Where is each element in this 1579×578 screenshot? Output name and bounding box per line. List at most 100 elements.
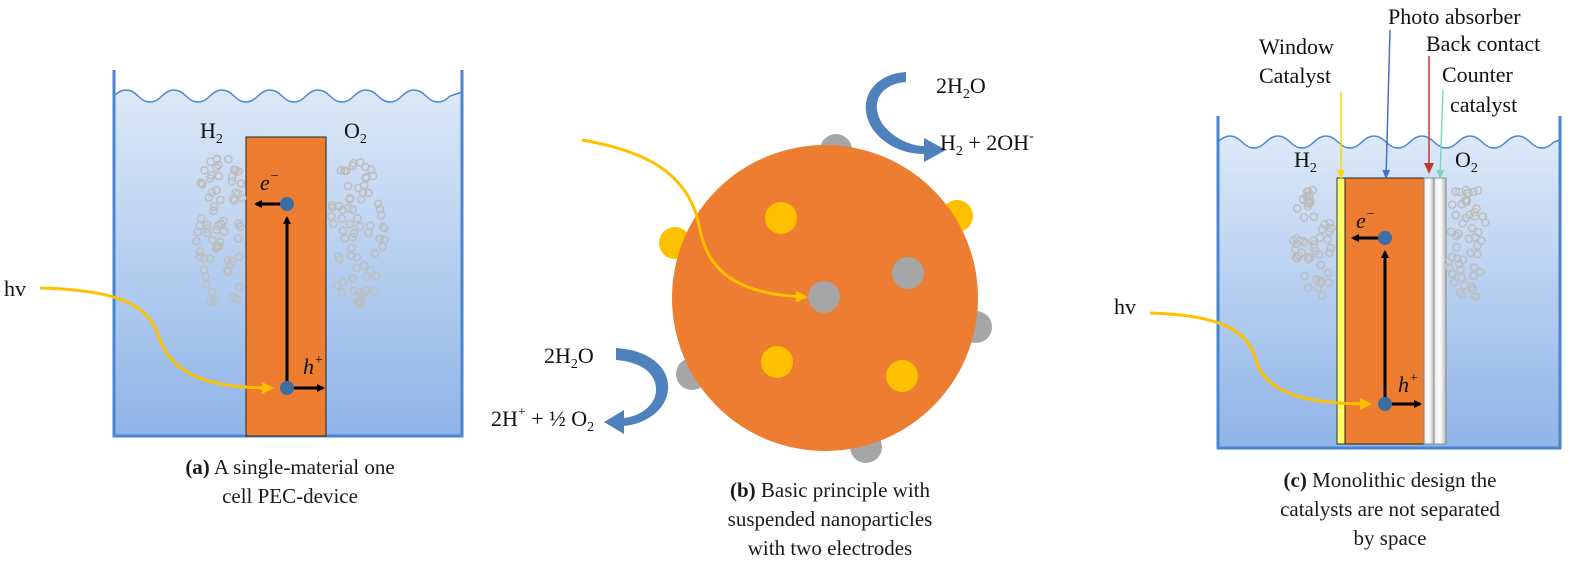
gas-bubble — [353, 297, 362, 307]
gas-bubble — [235, 222, 245, 231]
gas-bubble — [1316, 276, 1326, 286]
panel-b-caption-line3: with two electrodes — [747, 536, 913, 560]
gas-bubble — [1461, 213, 1471, 223]
gas-bubble — [219, 227, 229, 236]
gas-bubble — [215, 241, 224, 251]
gas-bubble — [200, 272, 210, 281]
gas-bubble — [327, 212, 336, 221]
panel-c-photo-absorber-label: Photo absorber — [1388, 4, 1521, 29]
gas-bubble — [338, 226, 348, 235]
gas-bubble — [370, 248, 380, 258]
panel-c-h2-bubbles — [1288, 185, 1336, 301]
panel-a-h2-bubbles — [192, 154, 247, 306]
gas-bubble — [357, 291, 366, 301]
gas-bubble — [1323, 235, 1332, 244]
panel-c-back-contact — [1423, 177, 1435, 445]
gas-bubble — [1469, 271, 1478, 281]
gas-bubble — [227, 172, 237, 182]
panel-a-o2-bubbles — [327, 158, 389, 309]
panel-c-o2-bubbles — [1443, 185, 1490, 301]
gas-bubble — [1451, 210, 1461, 220]
panel-c-window-label-2: Catalyst — [1259, 63, 1331, 88]
gas-bubble — [205, 254, 215, 264]
panel-c: H2 O2 e− h+ hv Window Catalyst Photo abs… — [1114, 4, 1562, 450]
gas-bubble — [195, 252, 205, 261]
gas-bubble — [212, 225, 221, 234]
gas-bubble — [370, 286, 380, 296]
panel-c-wave — [1217, 135, 1561, 149]
gas-bubble — [195, 247, 205, 256]
panel-a-caption-tag: (a) — [185, 455, 210, 479]
gas-bubble — [212, 185, 221, 195]
gas-bubble — [343, 181, 353, 191]
gas-bubble — [349, 228, 359, 238]
gas-bubble — [361, 173, 370, 183]
gas-bubble — [1315, 250, 1324, 259]
gas-bubble — [372, 271, 381, 281]
panel-b: 2H2O H2 + 2OH- 2H2O 2H+ + ½ O2 — [491, 72, 1034, 463]
gas-bubble — [1299, 212, 1309, 222]
gas-bubble — [226, 259, 235, 269]
panel-c-hole — [1378, 397, 1392, 411]
gas-bubble — [227, 176, 237, 186]
gas-bubble — [1474, 227, 1483, 237]
gas-bubble — [202, 280, 212, 289]
gas-bubble — [1290, 245, 1300, 254]
gas-bubble — [1456, 265, 1465, 275]
gas-bubble — [378, 222, 388, 232]
gas-bubble — [237, 193, 247, 203]
panel-a-hole — [280, 381, 294, 395]
panel-c-h2-label: H2 — [1294, 147, 1317, 176]
gas-bubble — [1446, 227, 1456, 237]
gas-bubble — [1306, 196, 1315, 206]
gas-bubble — [348, 274, 358, 283]
panel-a-caption-line2: cell PEC-device — [222, 484, 358, 508]
gas-bubble — [1448, 200, 1457, 209]
gas-bubble — [1475, 267, 1485, 277]
panel-c-back-contact-label: Back contact — [1426, 31, 1540, 56]
gas-bubble — [1309, 212, 1319, 221]
gas-bubble — [354, 299, 364, 309]
gas-bubble — [1310, 240, 1319, 249]
gas-bubble — [234, 252, 244, 262]
gas-bubble — [1306, 253, 1315, 263]
gas-bubble — [213, 221, 223, 230]
gas-bubble — [1451, 231, 1461, 241]
gas-bubble — [1477, 236, 1486, 245]
panel-c-caption-tag: (c) — [1283, 468, 1307, 492]
gas-bubble — [1452, 254, 1462, 263]
gas-bubble — [1313, 283, 1323, 293]
gas-bubble — [1308, 185, 1317, 195]
gas-bubble — [206, 157, 215, 166]
gas-bubble — [346, 243, 356, 253]
panel-c-electron-label: e− — [1356, 207, 1375, 233]
gas-bubble — [366, 266, 376, 275]
gas-bubble — [1320, 220, 1330, 229]
gas-bubble — [1302, 187, 1312, 196]
panel-c-caption-line2: catalysts are not separated — [1280, 497, 1500, 521]
gas-bubble — [1457, 199, 1467, 209]
panel-b-top-reactant: 2H2O — [936, 73, 986, 102]
gas-bubble — [200, 165, 209, 175]
gas-bubble — [361, 162, 370, 172]
panel-b-catalyst-grey-inner-2 — [808, 281, 840, 313]
gas-bubble — [1452, 242, 1461, 252]
panel-b-caption-line1: Basic principle with — [755, 478, 931, 502]
gas-bubble — [1451, 187, 1461, 196]
gas-bubble — [228, 292, 238, 302]
gas-bubble — [209, 206, 218, 216]
gas-bubble — [1447, 252, 1457, 262]
panel-c-container — [1216, 116, 1562, 450]
panel-b-top-product: H2 + 2OH- — [940, 129, 1034, 159]
gas-bubble — [1472, 204, 1481, 213]
gas-bubble — [355, 222, 365, 231]
gas-bubble — [1325, 218, 1334, 228]
gas-bubble — [356, 195, 366, 204]
panel-b-catalyst-yellow-inner-3 — [886, 360, 918, 392]
gas-bubble — [380, 223, 389, 233]
gas-bubble — [376, 210, 386, 220]
gas-bubble — [1455, 259, 1464, 269]
panel-b-catalyst-grey-inner-1 — [892, 257, 924, 289]
